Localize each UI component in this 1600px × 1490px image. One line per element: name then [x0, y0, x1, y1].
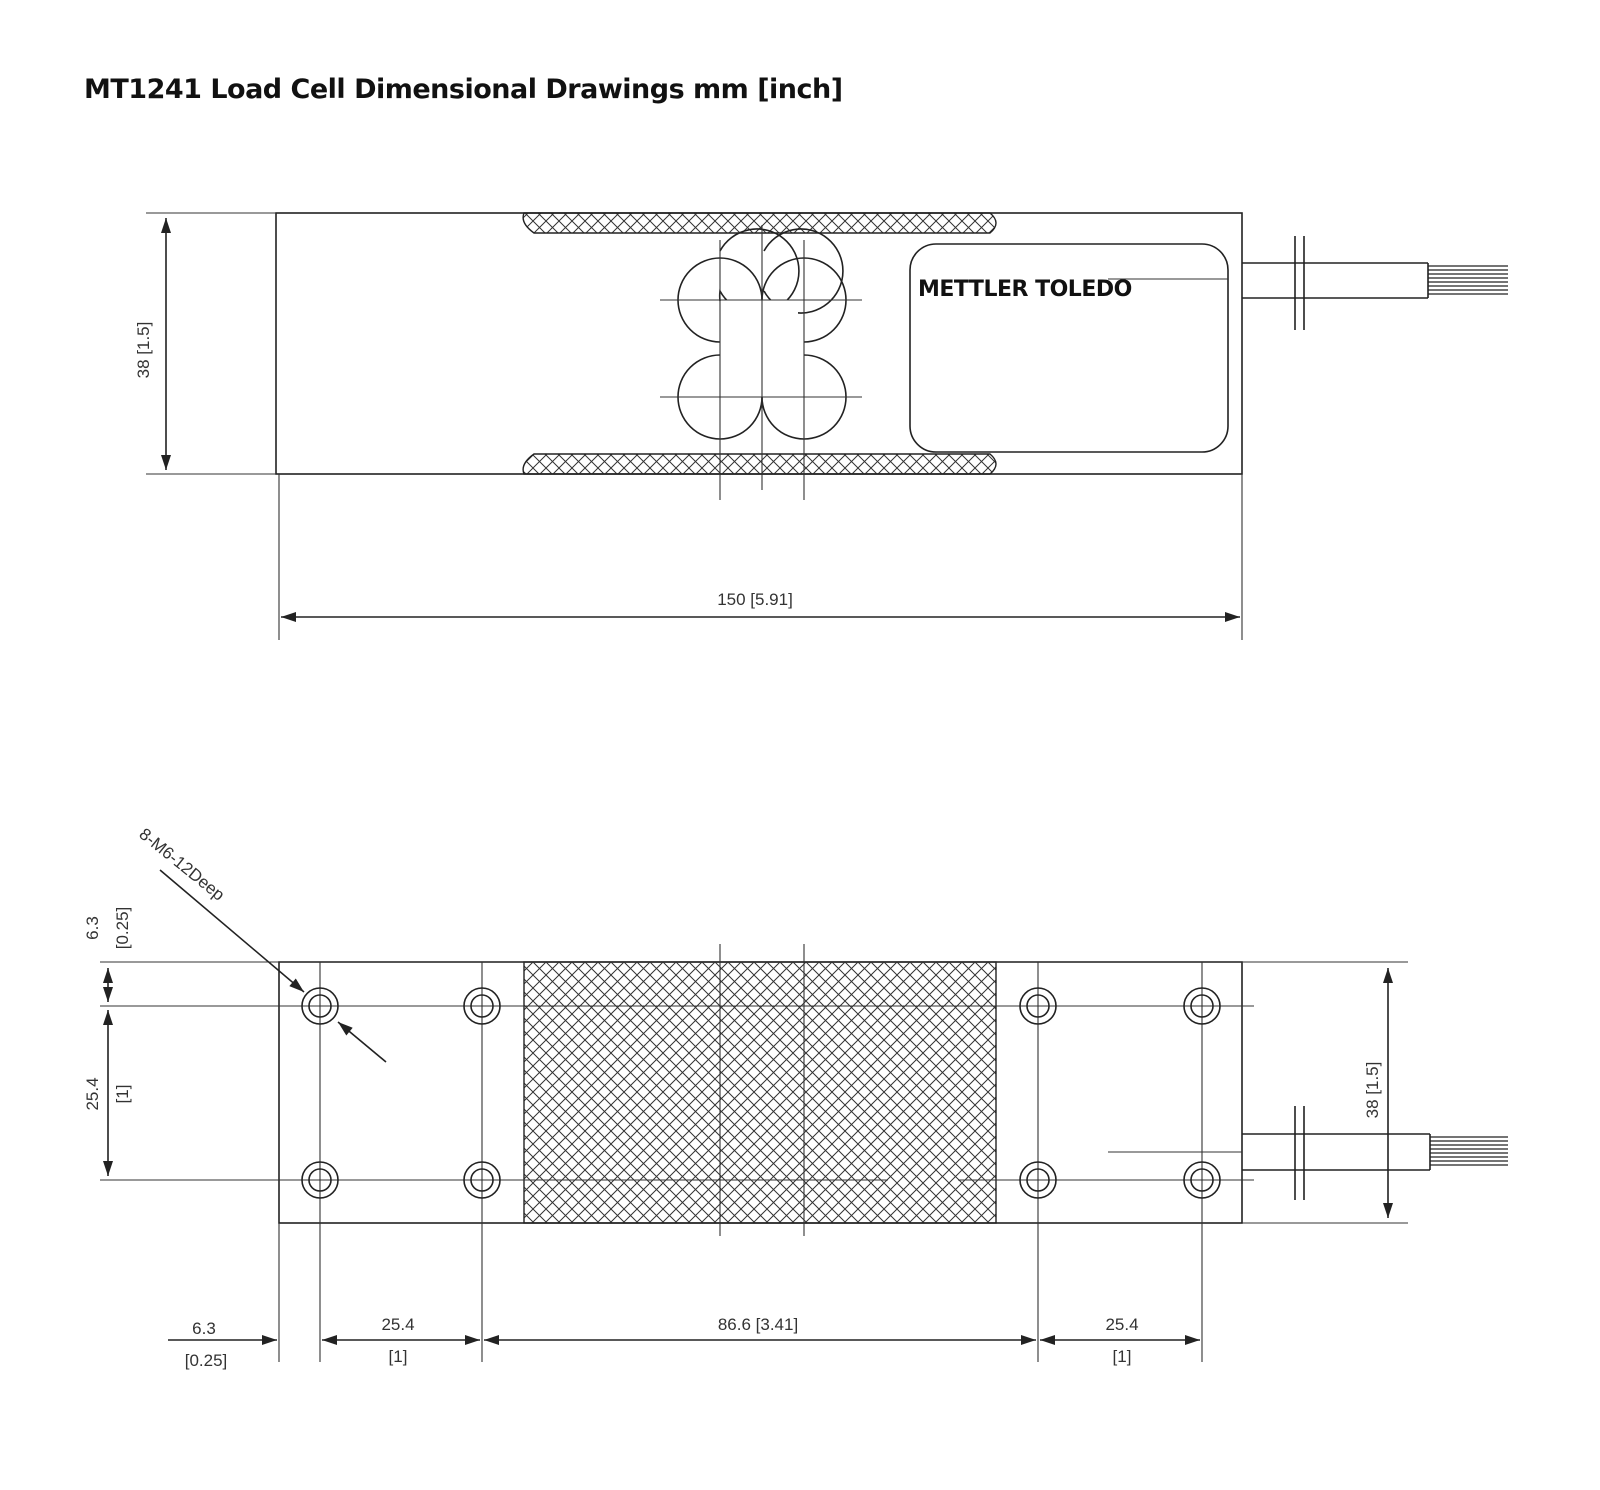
mounting-hole — [1019, 987, 1057, 1025]
label-plate — [909, 243, 1229, 453]
bending-beam-cutout — [660, 225, 862, 500]
page-title: MT1241 Load Cell Dimensional Drawings mm… — [84, 74, 843, 105]
bottom-left-vertical-dimensions: 6.3 [0.25] 25.4 [1] — [83, 907, 132, 1176]
edge-offset-v-inch-label: [0.25] — [113, 907, 132, 950]
center-span-label: 86.6 [3.41] — [718, 1315, 798, 1334]
bottom-hatched-area — [523, 961, 997, 1224]
top-view: METTLER TOLEDO 38 [1 — [134, 212, 1508, 640]
bottom-horizontal-dimensions: 6.3 [0.25] 25.4 [1] 86.6 [3.41] 25.4 [1] — [168, 1223, 1200, 1370]
bottom-view: 8-M6-12Deep 6.3 — [83, 824, 1508, 1370]
top-height-dimension: 38 [1.5] — [134, 212, 276, 475]
edge-offset-v-label: 6.3 — [83, 916, 102, 940]
top-hatch-strip-lower — [522, 453, 997, 475]
mounting-hole — [301, 1161, 339, 1199]
hole-spacing-h-right-inch-label: [1] — [1113, 1347, 1132, 1366]
top-height-label: 38 [1.5] — [134, 322, 153, 379]
hole-callout-label: 8-M6-12Deep — [135, 824, 228, 904]
hole-spacing-h-right-label: 25.4 — [1105, 1315, 1138, 1334]
mounting-hole — [1019, 1161, 1057, 1199]
hole-spacing-v-label: 25.4 — [83, 1077, 102, 1110]
brand-logo-text: METTLER TOLEDO — [918, 277, 1132, 302]
mounting-hole — [1183, 1161, 1221, 1199]
hole-spacing-h-left-label: 25.4 — [381, 1315, 414, 1334]
top-cable — [1242, 236, 1508, 330]
hole-callout: 8-M6-12Deep — [135, 824, 387, 1063]
mounting-hole — [301, 987, 339, 1025]
top-length-dimension: 150 [5.91] — [278, 474, 1243, 640]
hole-spacing-h-left-inch-label: [1] — [389, 1347, 408, 1366]
bottom-right-height-dimension: 38 [1.5] — [1242, 968, 1408, 1224]
mounting-hole — [1183, 987, 1221, 1025]
mounting-holes — [301, 987, 1221, 1199]
top-hatch-strip-upper — [522, 212, 997, 234]
top-length-label: 150 [5.91] — [717, 590, 793, 609]
mounting-hole — [463, 987, 501, 1025]
hole-spacing-v-inch-label: [1] — [113, 1085, 132, 1104]
bottom-height-label: 38 [1.5] — [1363, 1062, 1382, 1119]
bottom-cable — [1108, 1106, 1508, 1200]
mounting-hole — [463, 1161, 501, 1199]
edge-offset-h-label: 6.3 — [192, 1319, 216, 1338]
edge-offset-h-inch-label: [0.25] — [185, 1351, 228, 1370]
